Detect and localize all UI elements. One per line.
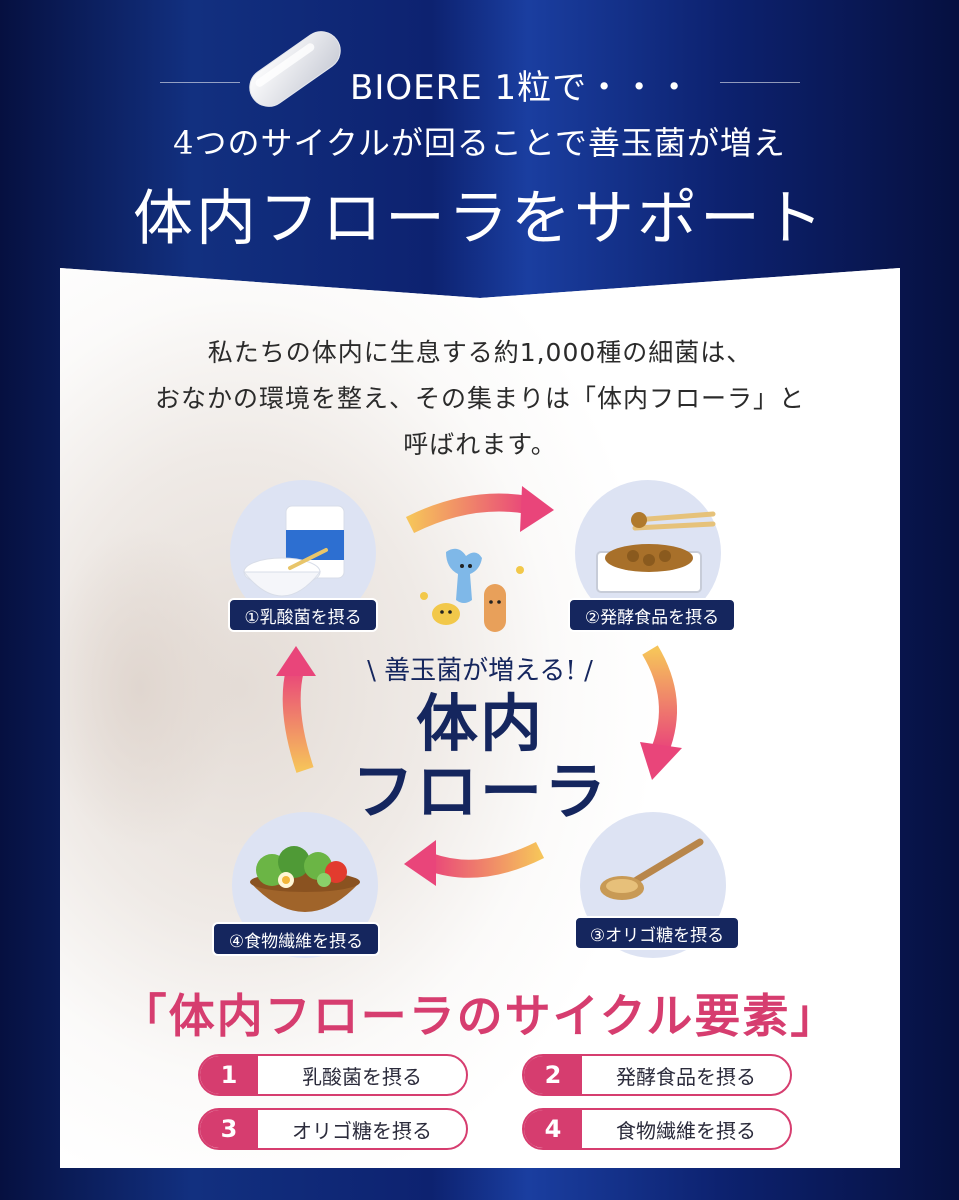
element-item-4: 4 食物繊維を摂る bbox=[522, 1108, 792, 1150]
capsule-icon bbox=[249, 31, 341, 107]
brand-line: BIOERE 1粒で・・・ bbox=[350, 68, 693, 108]
intro-line-2: おなかの環境を整え、その集まりは「体内フローラ」と bbox=[154, 384, 805, 413]
arrow-bottom bbox=[426, 841, 545, 878]
intro-line-1: 私たちの体内に生息する約1,000種の細菌は、 bbox=[207, 338, 753, 367]
intro-line-3: 呼ばれます。 bbox=[403, 430, 557, 459]
intro-text: 私たちの体内に生息する約1,000種の細菌は、 おなかの環境を整え、その集まりは… bbox=[60, 330, 900, 468]
element-number: 3 bbox=[200, 1110, 258, 1148]
element-item-1: 1 乳酸菌を摂る bbox=[198, 1054, 468, 1096]
element-label: オリゴ糖を摂る bbox=[292, 1118, 432, 1143]
header-rule-left bbox=[160, 82, 240, 83]
content-card bbox=[60, 268, 900, 1168]
arrow-left bbox=[282, 667, 314, 773]
element-label: 乳酸菌を摂る bbox=[302, 1064, 422, 1089]
arrow-top bbox=[405, 493, 530, 534]
arrow-right bbox=[642, 645, 677, 754]
header-rule-right bbox=[720, 82, 800, 83]
arrow-top-head bbox=[520, 486, 554, 532]
yogurt-icon bbox=[242, 505, 345, 597]
page-title: 体内フローラをサポート bbox=[133, 184, 826, 254]
center-title-line-2: フローラ bbox=[351, 755, 608, 828]
element-label: 発酵食品を摂る bbox=[616, 1064, 756, 1089]
step-3-label: ③オリゴ糖を摂る bbox=[574, 916, 740, 950]
element-number: 4 bbox=[524, 1110, 582, 1148]
salad-icon bbox=[250, 846, 360, 912]
arrow-right-head bbox=[640, 742, 682, 780]
bacterium-yellow bbox=[432, 603, 460, 625]
element-number: 1 bbox=[200, 1056, 258, 1094]
step-2-label: ②発酵食品を摂る bbox=[568, 598, 736, 632]
center-title-line-1: 体内 bbox=[415, 687, 544, 760]
bacterium-blue bbox=[446, 548, 482, 603]
arrow-left-head bbox=[276, 646, 316, 676]
bacteria-characters-icon bbox=[420, 548, 524, 632]
element-number: 2 bbox=[524, 1056, 582, 1094]
elements-title: 「体内フローラのサイクル要素」 bbox=[120, 989, 839, 1043]
center-tagline: \ 善玉菌が増える! / bbox=[367, 656, 593, 686]
bacterium-orange bbox=[484, 584, 506, 632]
natto-icon bbox=[596, 511, 716, 593]
spoon-icon bbox=[600, 838, 704, 900]
step-1-label: ①乳酸菌を摂る bbox=[228, 598, 378, 632]
element-item-2: 2 発酵食品を摂る bbox=[522, 1054, 792, 1096]
step-4-label: ④食物繊維を摂る bbox=[212, 922, 380, 956]
center-title: 体内 フローラ bbox=[330, 690, 630, 826]
element-label: 食物繊維を摂る bbox=[616, 1118, 756, 1143]
arrow-bottom-head bbox=[404, 840, 436, 886]
subtitle: 4つのサイクルが回ることで善玉菌が増え bbox=[173, 124, 786, 162]
element-item-3: 3 オリゴ糖を摂る bbox=[198, 1108, 468, 1150]
